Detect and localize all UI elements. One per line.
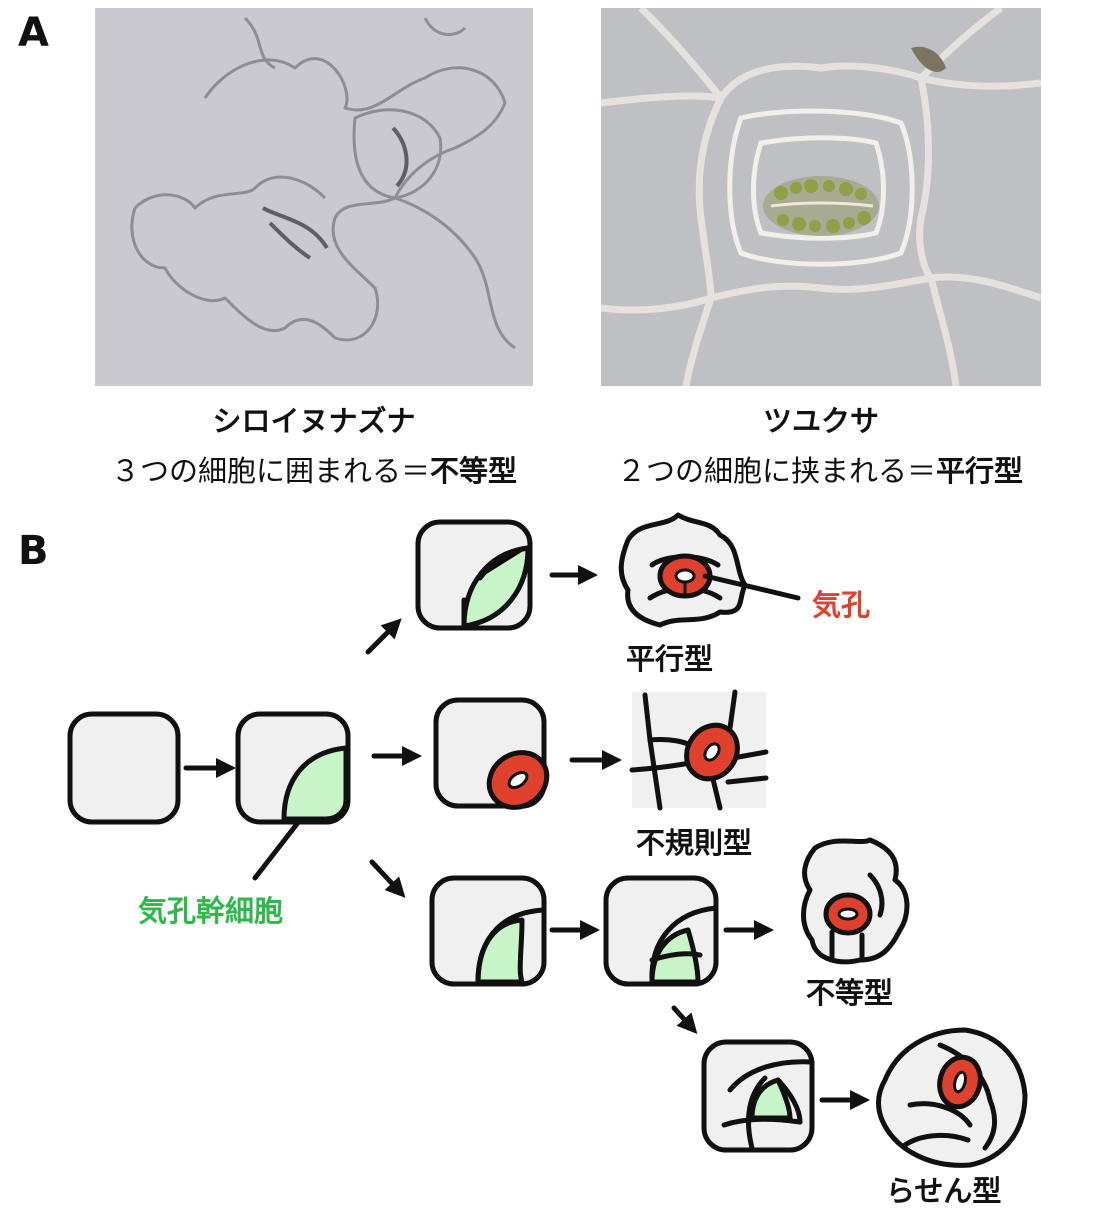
irregular-precursor	[433, 697, 550, 810]
parallel-type-label: 平行型	[626, 642, 714, 676]
arabidopsis-micrograph	[95, 8, 533, 386]
arabidopsis-name: シロイヌナズナ	[212, 404, 416, 438]
irregular-stoma	[629, 689, 769, 811]
arrow-down	[369, 859, 406, 898]
stem-cell-label: 気孔幹細胞	[138, 894, 284, 928]
unequal-type-label: 不等型	[806, 976, 894, 1010]
panel-a-letter: A	[18, 10, 49, 56]
dayflower-desc: ２つの細胞に挟まれる＝平行型	[616, 454, 1024, 488]
stem-cell-division	[235, 711, 351, 825]
arrow-up	[365, 618, 402, 655]
unequal-stoma	[801, 837, 910, 965]
stem-cell-pointer	[252, 817, 303, 881]
spiral-precursor	[701, 1039, 815, 1153]
panel-b-letter: B	[18, 528, 49, 574]
guard-cell-pointer	[702, 573, 801, 601]
spiral-type-label: らせん型	[886, 1174, 1002, 1208]
dayflower-micrograph	[601, 8, 1041, 386]
dayflower-name: ツユクサ	[762, 404, 879, 438]
arrow-spiral-down	[671, 1005, 698, 1034]
parallel-stoma	[618, 512, 748, 628]
guard-cell-label: 気孔	[812, 588, 871, 622]
parallel-precursor	[415, 519, 533, 631]
spiral-stoma	[875, 1027, 1028, 1168]
arabidopsis-desc: ３つの細胞に囲まれる＝不等型	[110, 454, 518, 488]
irregular-type-label: 不規則型	[636, 826, 753, 860]
unequal-precursor-1	[429, 875, 547, 987]
protodermal-cell	[67, 711, 181, 825]
unequal-precursor-2	[603, 875, 719, 987]
